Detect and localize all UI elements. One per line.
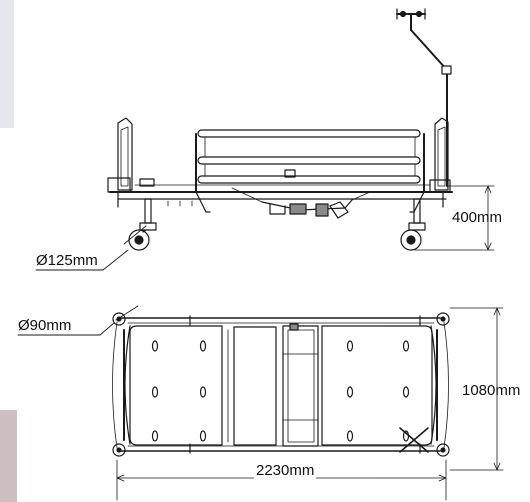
height-dimension-label: 400mm xyxy=(452,209,503,226)
left-edge-tab-bottom xyxy=(0,410,17,502)
headboard xyxy=(107,117,133,208)
left-castor xyxy=(128,198,157,251)
iv-pole xyxy=(396,8,452,187)
castor-leader-top xyxy=(17,305,139,336)
castor-leader-side xyxy=(35,225,147,271)
top-castors xyxy=(112,312,450,457)
head-panel xyxy=(129,325,223,446)
top-castor-diameter-label: Ø90mm xyxy=(18,317,72,334)
left-edge-tab-top xyxy=(0,0,14,128)
seat-panel xyxy=(227,326,277,446)
center-actuator-section xyxy=(282,323,319,447)
height-dimension xyxy=(414,185,495,251)
right-castor xyxy=(400,198,426,251)
width-dimension-label: 1080mm xyxy=(462,382,521,399)
actuator-mechanism xyxy=(231,187,371,219)
length-dimension-label: 2230mm xyxy=(254,462,317,479)
width-dimension xyxy=(449,307,504,471)
side-rails xyxy=(195,129,425,193)
top-frame xyxy=(112,315,449,454)
foot-panel xyxy=(321,325,433,446)
side-castor-diameter-label: Ø125mm xyxy=(36,252,98,269)
side-view-bed xyxy=(35,8,495,271)
cross-brace xyxy=(399,427,429,453)
bed-frame xyxy=(109,178,453,213)
